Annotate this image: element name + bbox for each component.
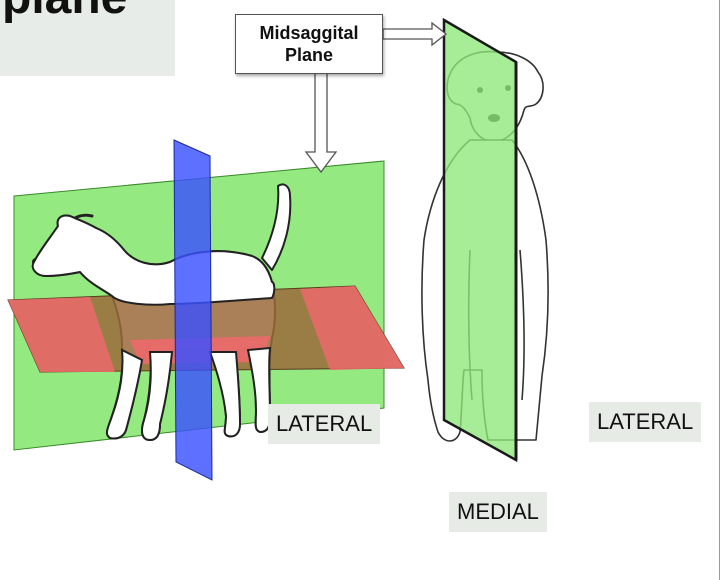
callout-line-2: Plane: [284, 45, 333, 65]
slide-title-box: plane: [0, 0, 175, 76]
dog-lateral-upper-body: [31, 214, 276, 306]
label-medial: MEDIAL: [449, 492, 547, 532]
horizontal-plane-red-right: [300, 286, 404, 370]
label-lateral-left: LATERAL: [268, 404, 381, 444]
arrow-down-icon: [304, 71, 338, 174]
midsagittal-plane-callout: Midsaggital Plane: [235, 14, 383, 74]
callout-line-1: Midsaggital: [259, 23, 359, 43]
slide-title-fragment: plane: [2, 0, 127, 25]
label-lateral-right: LATERAL: [589, 402, 702, 442]
arrow-right-icon: [382, 21, 448, 47]
transverse-plane: [173, 139, 213, 481]
dog-lateral-legs: [105, 346, 272, 442]
midsagittal-plane-cranial-view: [442, 17, 518, 463]
horizontal-plane-red-left: [8, 297, 115, 372]
